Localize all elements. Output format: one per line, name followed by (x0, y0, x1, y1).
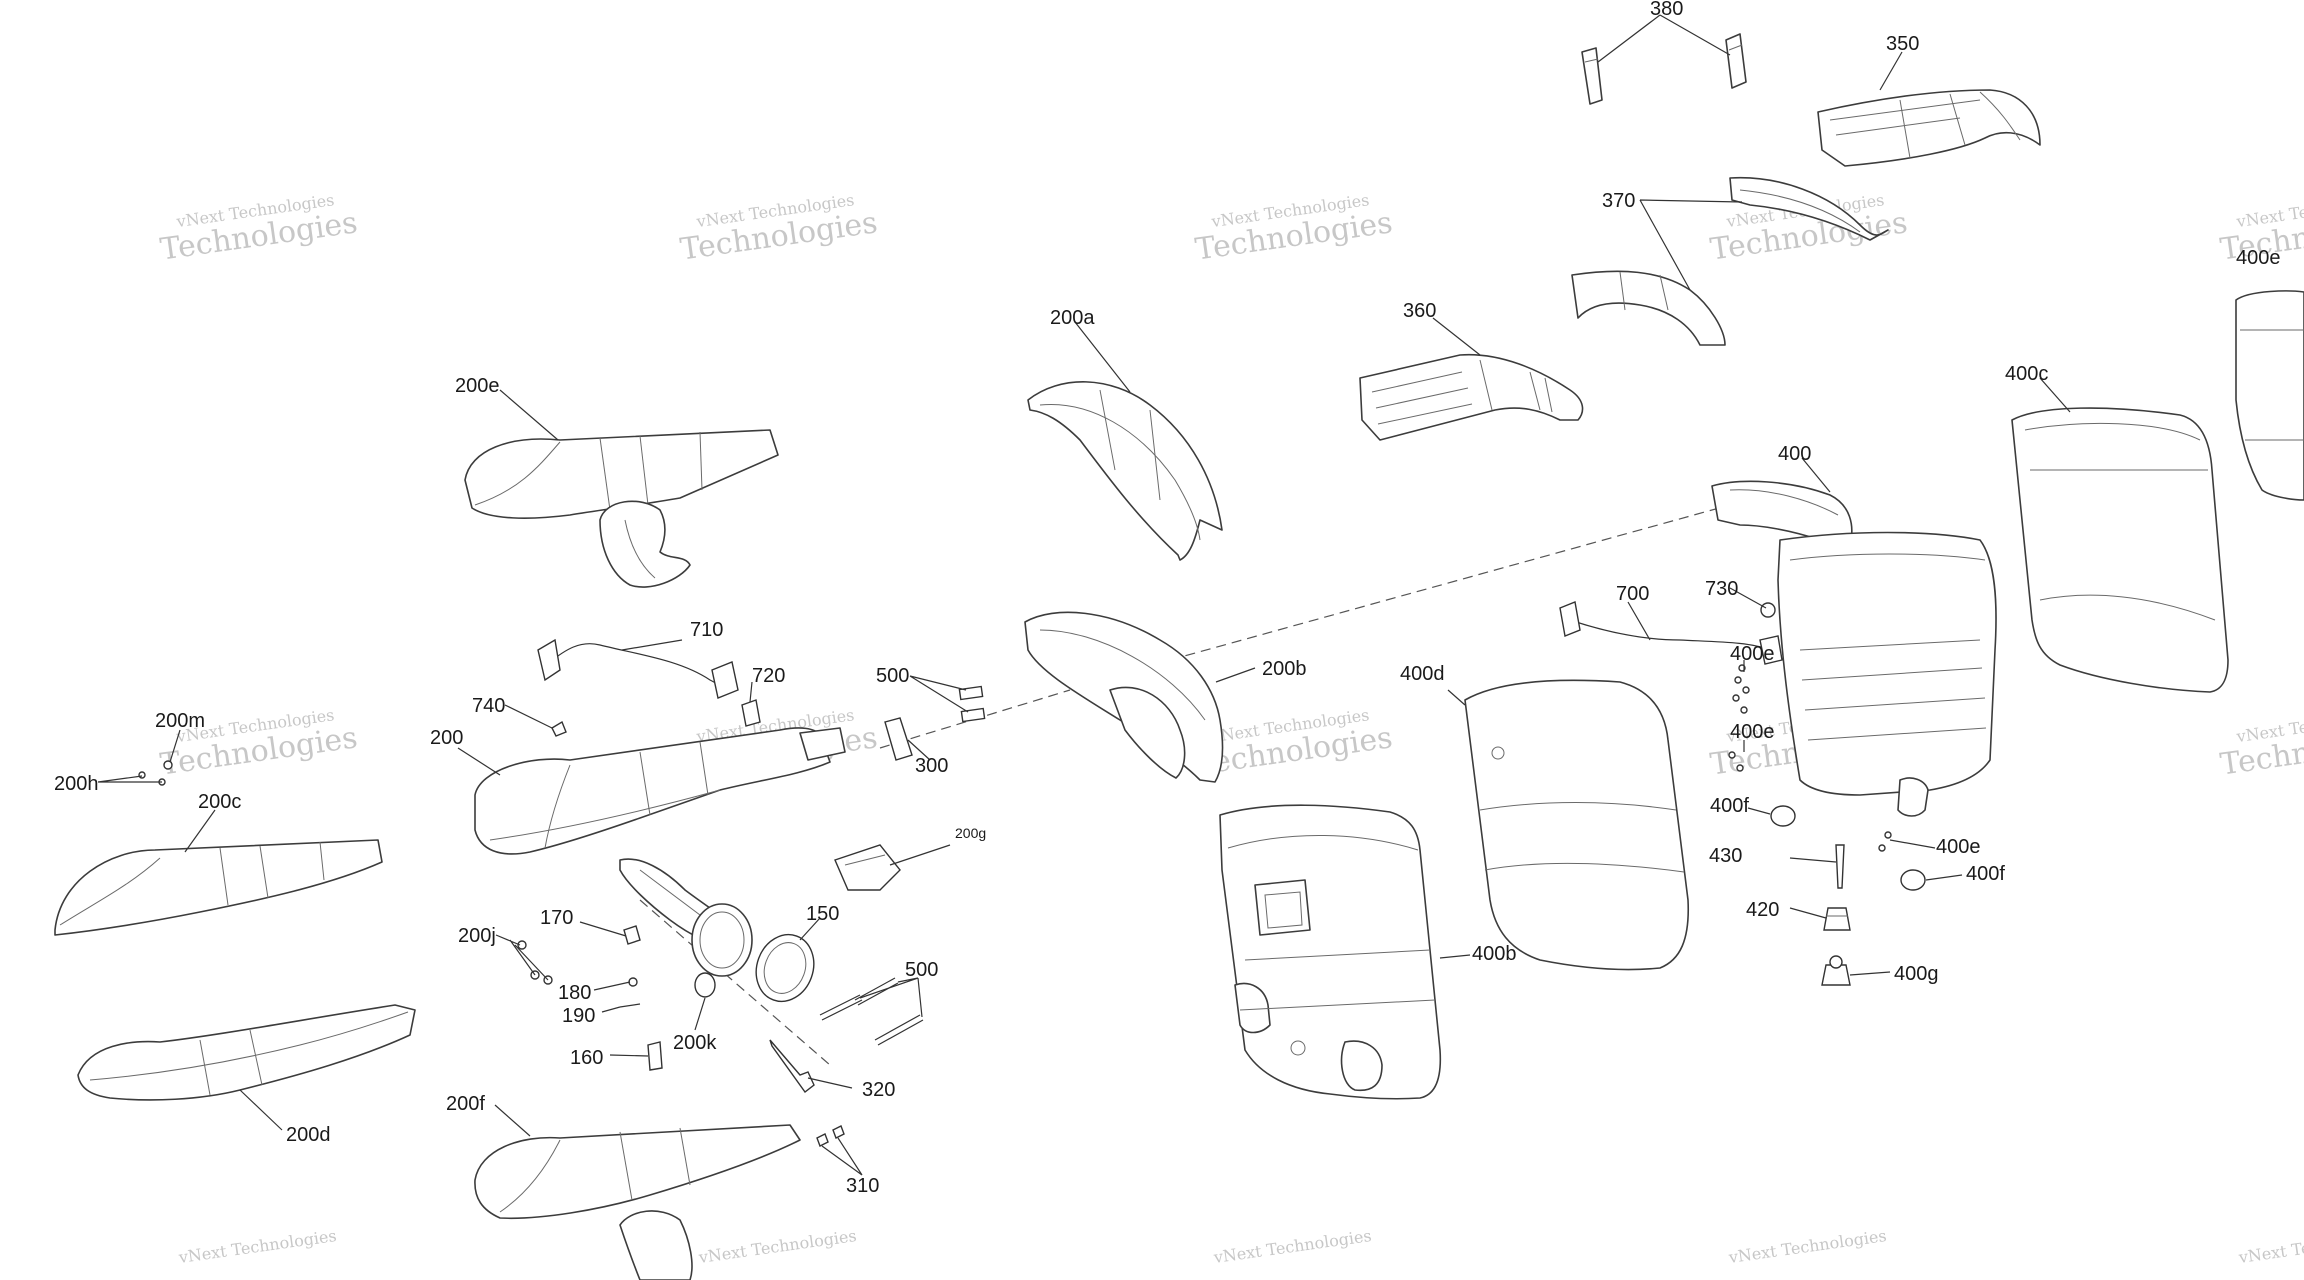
callout-400f: 400f (1710, 795, 1749, 817)
watermark: vNext Technologies (1212, 1226, 1373, 1267)
part-200b-front-shield (1024, 611, 1224, 783)
callout-200d: 200d (286, 1124, 331, 1146)
sensor-cable-710 (549, 643, 731, 691)
callout-700: 700 (1616, 583, 1649, 605)
watermark-text: vNext Technologies (697, 1226, 858, 1267)
part-200a-upper-shield (1027, 381, 1223, 561)
watermark: vNext Technologies (1727, 1226, 1888, 1267)
part-400b-muffler-shield (1219, 804, 1442, 1100)
callout-200k: 200k (673, 1032, 717, 1054)
callout-430: 430 (1709, 845, 1742, 867)
callout-500: 500 (905, 959, 938, 981)
callout-360: 360 (1403, 300, 1436, 322)
spring-500 (854, 977, 899, 1006)
part-380-clips (1581, 33, 1747, 105)
callout-420: 420 (1746, 899, 1779, 921)
watermark: vNext Technologies Technologies (158, 190, 359, 267)
callout-710: 710 (690, 619, 723, 641)
callout-150: 150 (806, 903, 839, 925)
part-200e-upper-shield (464, 429, 779, 588)
spring-500 (874, 1014, 924, 1046)
callout-160: 160 (570, 1047, 603, 1069)
part-200c-lower-shield (54, 839, 383, 936)
callout-400e: 400e (1936, 836, 1981, 858)
callout-400e: 400e (1730, 721, 1775, 743)
callout-200m: 200m (155, 710, 205, 732)
watermark: vNext Technologies (697, 1226, 858, 1267)
watermark-text: vNext Technologies (2237, 1226, 2304, 1267)
callout-200g: 200g (955, 825, 986, 841)
callout-200e: 200e (455, 375, 500, 397)
small-hardware (138, 601, 1926, 1147)
callout-400e: 400e (2236, 247, 2281, 269)
callout-400c: 400c (2005, 363, 2048, 385)
callout-200h: 200h (54, 773, 99, 795)
callout-400: 400 (1778, 443, 1811, 465)
part-200-exhaust-pipe (474, 727, 846, 977)
callout-190: 190 (562, 1005, 595, 1027)
callout-350: 350 (1886, 33, 1919, 55)
callout-500: 500 (876, 665, 909, 687)
callout-730: 730 (1705, 578, 1738, 600)
callout-720: 720 (752, 665, 785, 687)
watermark: vNext Technologies Technologies (678, 190, 879, 267)
sensor-cable-700 (1569, 619, 1771, 651)
callout-400e: 400e (1730, 643, 1775, 665)
part-350-heat-shield (1817, 89, 2041, 167)
part-360-shield-assy (1359, 353, 1584, 441)
callout-310: 310 (846, 1175, 879, 1197)
callout-200c: 200c (198, 791, 241, 813)
callout-200j: 200j (458, 925, 496, 947)
watermark-text: vNext Technologies (1212, 1226, 1373, 1267)
watermark: vNext Technologies (2237, 1226, 2304, 1267)
part-200f-lower-shield (474, 1124, 801, 1280)
spring-500 (819, 994, 863, 1021)
part-400d-side-panel (1464, 679, 1690, 971)
callout-200: 200 (430, 727, 463, 749)
watermark: vNext Technologies (177, 1226, 338, 1267)
part-370-shields (1571, 176, 1889, 346)
callout-180: 180 (558, 982, 591, 1004)
callout-200a: 200a (1050, 307, 1095, 329)
callout-300: 300 (915, 755, 948, 777)
callout-320: 320 (862, 1079, 895, 1101)
callout-400g: 400g (1894, 963, 1939, 985)
callout-400f: 400f (1966, 863, 2005, 885)
callout-400b: 400b (1472, 943, 1517, 965)
callout-200b: 200b (1262, 658, 1307, 680)
part-400e-shield-edge (2235, 290, 2304, 501)
watermark: vNext Technologies Technologies (2218, 705, 2304, 782)
part-200d-lower-shield (77, 1004, 416, 1101)
assembly-line (639, 899, 831, 1066)
callout-400d: 400d (1400, 663, 1445, 685)
part-400-muffler (1711, 480, 1997, 817)
callout-170: 170 (540, 907, 573, 929)
leader-lines (97, 14, 2071, 1176)
callout-380: 380 (1650, 0, 1683, 20)
part-400c-cover (2011, 407, 2229, 693)
assembly-line (1169, 504, 1731, 661)
callout-370: 370 (1602, 190, 1635, 212)
callout-200f: 200f (446, 1093, 485, 1115)
watermark: vNext Technologies Technologies (1193, 190, 1394, 267)
callout-labels: 380 350 370 360 400e 200a 400c 200e 400 … (54, 0, 2281, 1197)
callout-740: 740 (472, 695, 505, 717)
watermark-text: vNext Technologies (1727, 1226, 1888, 1267)
watermark-text: vNext Technologies (177, 1226, 338, 1267)
